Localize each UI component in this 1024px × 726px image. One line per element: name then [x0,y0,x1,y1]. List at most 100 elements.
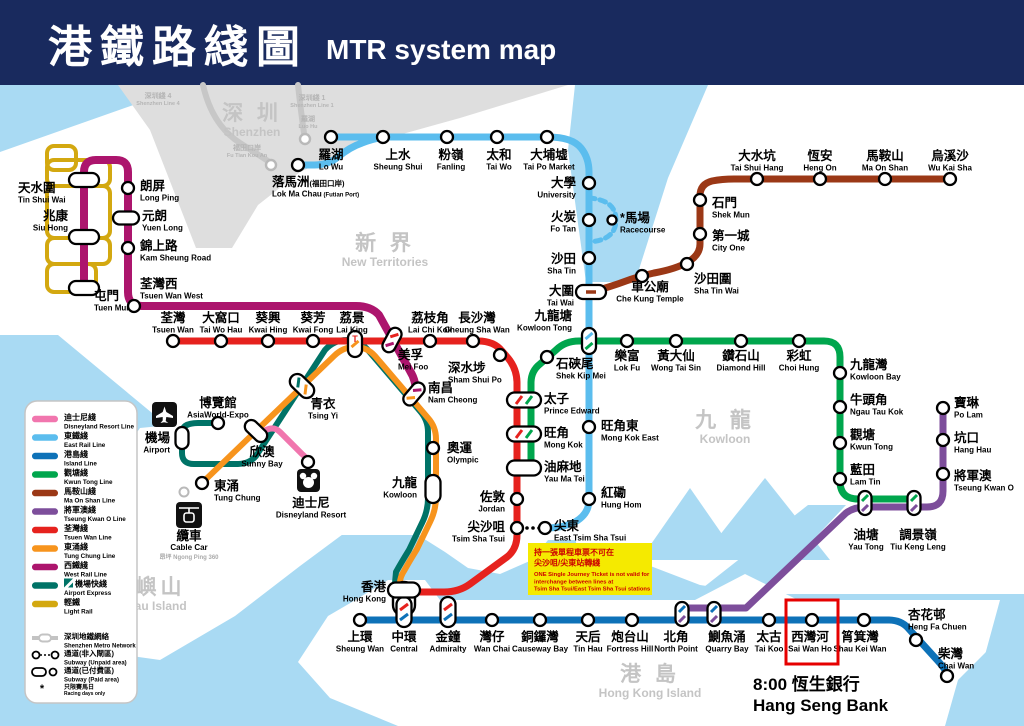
shenzhen-label: 福田口岸 [232,143,261,152]
station-name-zh: 葵芳 [299,310,326,325]
station-name-zh: 大學 [551,175,577,190]
note-box [528,543,652,595]
station-marker [804,612,820,628]
legend-extra-zh: 通道(非入閘區) [64,648,114,658]
station-name-en: Ngau Tau Kok [850,408,904,417]
region-label-zh: 九 龍 [694,408,755,432]
legend-label-zh: 迪士尼綫 [64,412,96,422]
station-name-en: University [537,191,576,200]
legend-extra-en: Subway (Unpaid area) [64,661,127,667]
station-name-zh: 九龍塘 [533,308,572,323]
station-marker [243,418,269,444]
mickey-icon [297,469,320,492]
sea [568,85,708,282]
station-name-zh: 北角 [663,629,688,644]
station-name-en: Central [390,645,418,654]
station-name-zh: 金鐘 [434,629,461,644]
station-marker [505,459,543,477]
